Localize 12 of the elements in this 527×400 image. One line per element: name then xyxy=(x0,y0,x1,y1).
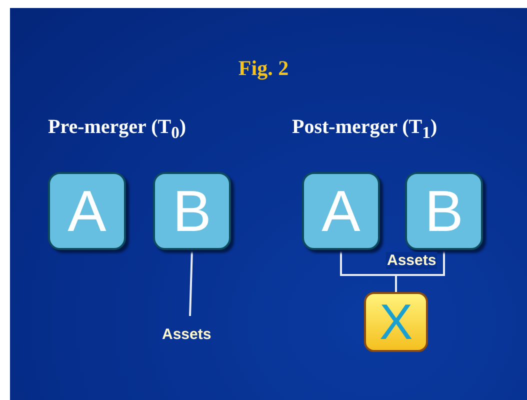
assets-text: Assets xyxy=(162,326,212,343)
section-heading: Pre-merger (T$_{0}$) xyxy=(48,116,186,143)
connector-line xyxy=(395,250,445,292)
merged-company-box: X xyxy=(364,292,428,352)
connector-line xyxy=(189,250,193,316)
company-box: A xyxy=(302,172,380,250)
section-heading: Post-merger (T$_{1}$) xyxy=(292,116,438,143)
company-box: B xyxy=(153,172,231,250)
figure-title: Fig. 2 xyxy=(237,56,290,81)
edge-label: Assets xyxy=(386,252,438,269)
company-box: B xyxy=(405,172,483,250)
company-box: A xyxy=(48,172,126,250)
